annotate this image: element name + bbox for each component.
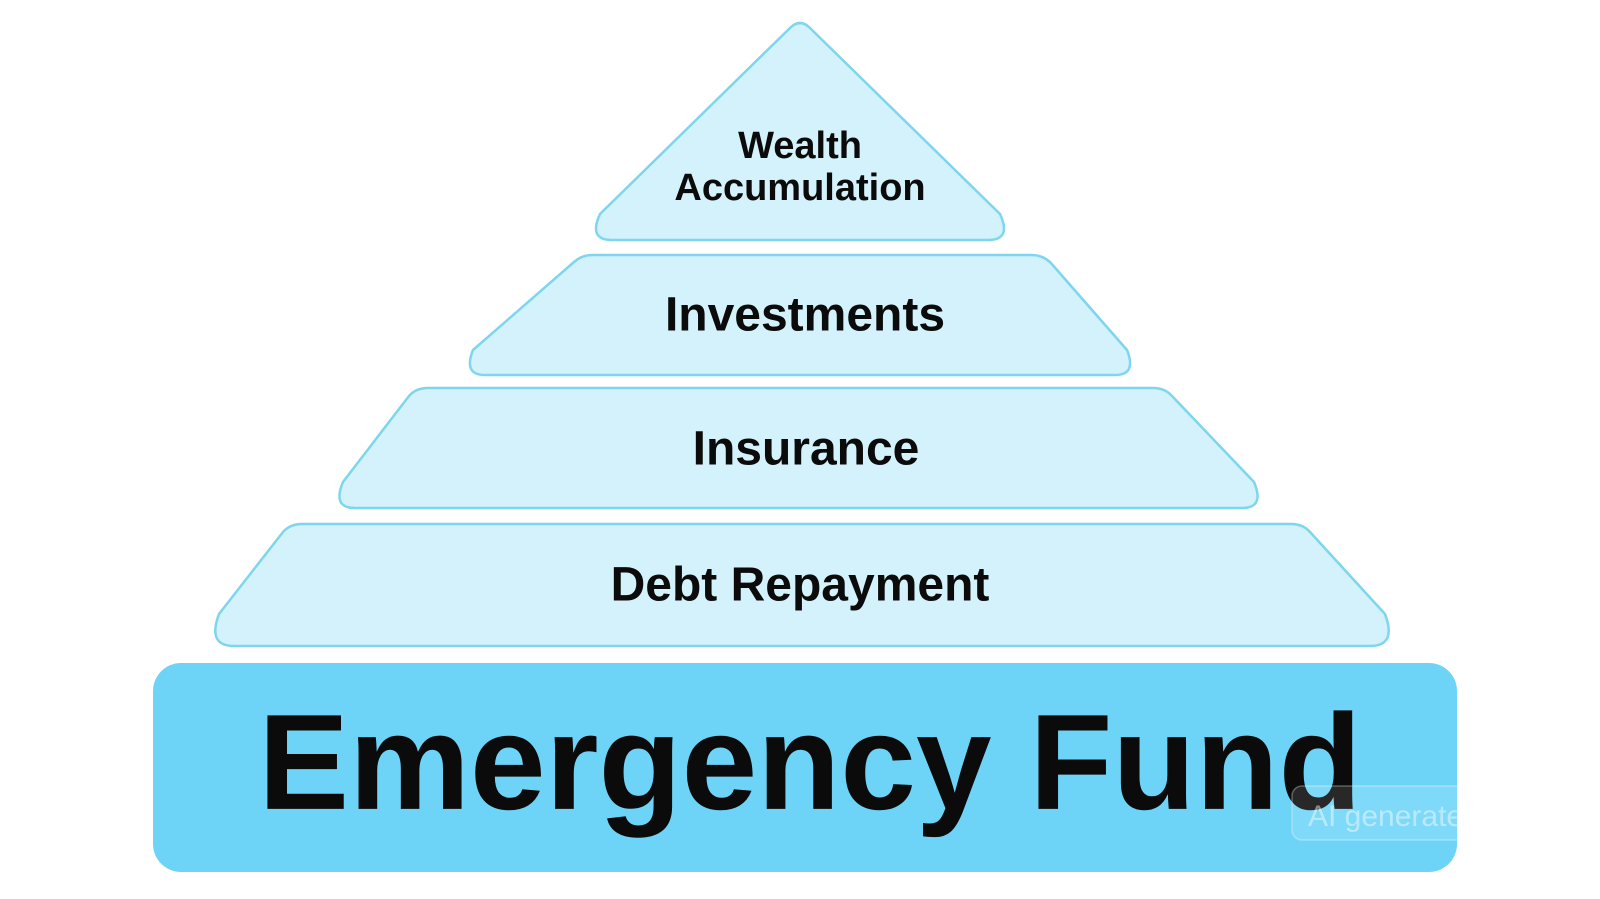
watermark-text: AI generated — [1308, 800, 1480, 833]
pyramid-level-wealth-accumulation: Wealth Accumulation — [594, 21, 1006, 242]
tier-label-debt-repayment: Debt Repayment — [611, 559, 990, 612]
tier-shape-debt-repayment — [214, 522, 1390, 648]
tier-label-emergency-fund: Emergency Fund — [258, 686, 1361, 838]
pyramid-level-emergency-fund: Emergency Fund AI generated — [153, 663, 1480, 872]
pyramid-level-debt-repayment: Debt Repayment — [214, 522, 1390, 648]
tier-label-wealth-accumulation-line2: Accumulation — [674, 167, 925, 209]
pyramid-level-investments: Investments — [468, 253, 1132, 377]
tier-label-wealth-accumulation: Wealth — [738, 125, 862, 167]
watermark: AI generated — [1291, 785, 1480, 841]
tier-shape-insurance — [338, 386, 1259, 510]
pyramid-level-insurance: Insurance — [338, 386, 1259, 510]
tier-shape-investments — [468, 253, 1132, 377]
tier-shape-emergency-fund — [153, 663, 1457, 872]
tier-label-investments: Investments — [665, 289, 945, 342]
tier-shape-wealth-accumulation — [594, 21, 1006, 242]
tier-label-insurance: Insurance — [693, 423, 920, 476]
watermark-box — [1291, 785, 1457, 841]
